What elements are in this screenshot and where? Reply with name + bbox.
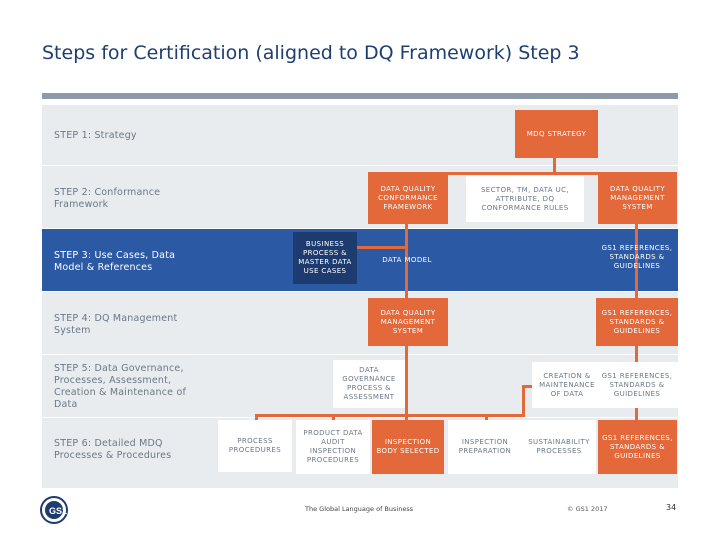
connector-creation xyxy=(522,385,525,417)
sector-tm-box: SECTOR, TM, DATA UC, ATTRIBUTE, DQ CONFO… xyxy=(466,176,584,222)
connector-creation-arm xyxy=(522,385,532,388)
inspection-preparation-box: INSPECTION PREPARATION xyxy=(448,420,522,474)
inspection-body-box: INSPECTION BODY SELECTED xyxy=(372,420,444,474)
data-governance-box: DATA GOVERNANCE PROCESS & ASSESSMENT xyxy=(333,360,405,408)
step-label-2: STEP 2: Conformance Framework xyxy=(54,187,161,210)
step-label-4: STEP 4: DQ Management System xyxy=(54,313,178,336)
step-row-4: STEP 4: DQ Management System xyxy=(42,291,678,354)
product-data-audit-box: PRODUCT DATA AUDIT INSPECTION PROCEDURES xyxy=(296,420,370,474)
dq-management-system-box-step4: DATA QUALITY MANAGEMENT SYSTEM xyxy=(368,298,448,346)
gs1-logo: GS1 xyxy=(40,496,68,524)
sustainability-box: SUSTAINABILITY PROCESSES xyxy=(522,420,596,474)
gs1-references-box-step6: GS1 REFERENCES, STANDARDS & GUIDELINES xyxy=(598,420,677,474)
gs1-references-box-step5: GS1 REFERENCES, STANDARDS & GUIDELINES xyxy=(596,362,678,408)
business-process-box: BUSINESS PROCESS & MASTER DATA USE CASES xyxy=(293,232,357,284)
dq-conformance-framework-box: DATA QUALITY CONFORMANCE FRAMEWORK xyxy=(368,172,448,224)
step-label-1: STEP 1: Strategy xyxy=(54,130,137,141)
step-label-5: STEP 5: Data Governance, Processes, Asse… xyxy=(54,363,186,410)
gs1-references-box-step4: GS1 REFERENCES, STANDARDS & GUIDELINES xyxy=(596,298,678,346)
connector-strategy-down xyxy=(553,155,556,173)
header-bar xyxy=(42,93,678,99)
connector-business-process xyxy=(325,246,408,249)
logo-text: GS1 xyxy=(49,506,67,516)
step-label-6: STEP 6: Detailed MDQ Processes & Procedu… xyxy=(54,438,172,461)
dq-management-system-box-step2: DATA QUALITY MANAGEMENT SYSTEM xyxy=(598,172,677,224)
data-model-box: DATA MODEL xyxy=(382,255,432,264)
creation-maintenance-box: CREATION & MAINTENANCE OF DATA xyxy=(532,362,602,408)
page-number: 34 xyxy=(666,503,677,512)
slide-title: Steps for Certification (aligned to DQ F… xyxy=(42,42,580,64)
step-row-3: STEP 3: Use Cases, Data Model & Referenc… xyxy=(42,228,678,291)
gs1-references-box-step3: GS1 REFERENCES, STANDARDS & GUIDELINES xyxy=(601,243,673,270)
mdq-strategy-box: MDQ STRATEGY xyxy=(515,110,598,158)
footer-copyright: © GS1 2017 xyxy=(567,505,608,513)
connector-step6-bar xyxy=(255,414,525,417)
process-procedures-box: PROCESS PROCEDURES xyxy=(218,420,292,472)
footer-tagline: The Global Language of Business xyxy=(305,505,414,513)
step-label-3: STEP 3: Use Cases, Data Model & Referenc… xyxy=(54,250,176,273)
connector-step2-bar xyxy=(405,172,638,175)
